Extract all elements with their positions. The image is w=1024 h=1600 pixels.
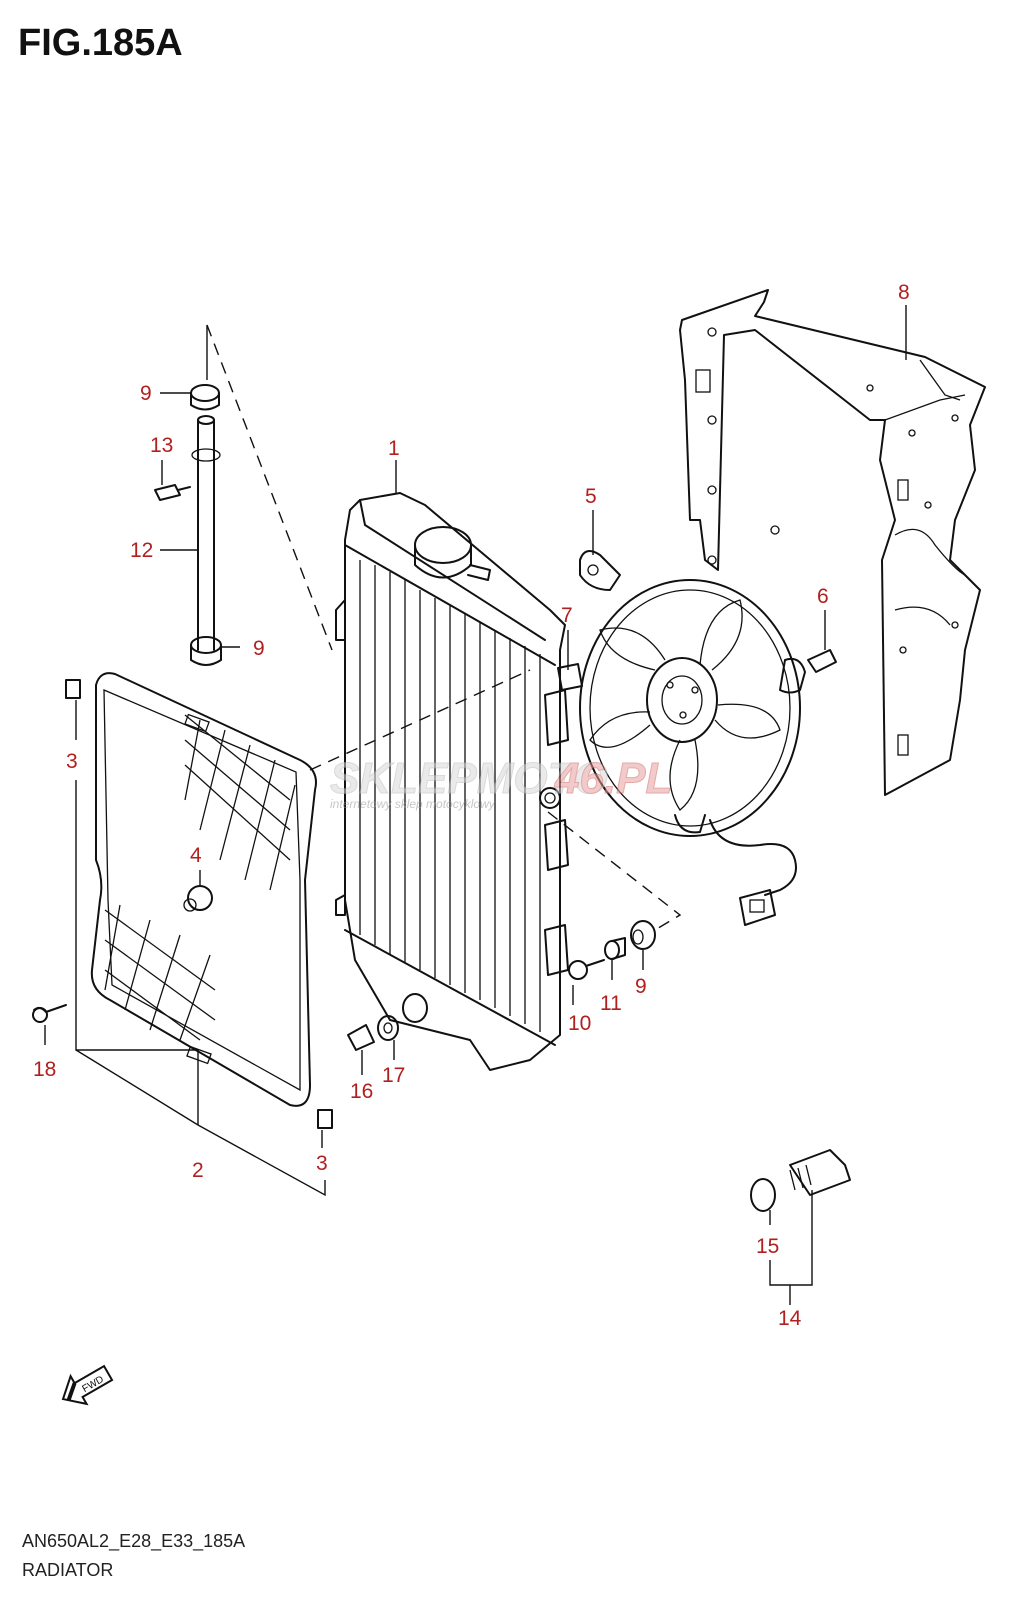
callout-3a: 3: [66, 750, 78, 773]
hardware-parts: [32, 384, 851, 1212]
callout-9b: 9: [253, 637, 265, 660]
callout-8: 8: [898, 281, 910, 304]
callout-13: 13: [150, 434, 173, 457]
callout-12: 12: [130, 539, 153, 562]
callout-15: 15: [756, 1235, 779, 1258]
figure-code: AN650AL2_E28_E33_185A: [22, 1531, 246, 1551]
figure-name: RADIATOR: [22, 1560, 114, 1580]
callout-16: 16: [350, 1080, 373, 1103]
callout-5: 5: [585, 485, 597, 508]
callout-18: 18: [33, 1058, 56, 1081]
figure-title: FIG.185A: [18, 22, 183, 64]
radiator-core-part: [335, 492, 569, 1071]
callout-9c: 9: [635, 975, 647, 998]
cooling-fan-part: [579, 550, 806, 926]
callout-7: 7: [561, 604, 573, 627]
callout-2: 2: [192, 1159, 204, 1182]
leader-lines: [44, 305, 907, 1305]
callout-labels: 1 2 3 3 4 5 6 7 8 9 9 9 10 11 12 13 14 1…: [33, 281, 910, 1330]
callout-17: 17: [382, 1064, 405, 1087]
callout-6: 6: [817, 585, 829, 608]
callout-10: 10: [568, 1012, 591, 1035]
watermark-text-b: 46.PL: [554, 754, 672, 803]
watermark: SKLEPMOTO 46.PL internetowy sklep motocy…: [330, 754, 673, 812]
callout-9a: 9: [140, 382, 152, 405]
radiator-screen-part: [90, 672, 317, 1107]
watermark-subtitle: internetowy sklep motocyklowy: [330, 797, 496, 811]
callout-14: 14: [778, 1307, 802, 1330]
callout-3b: 3: [316, 1152, 328, 1175]
callout-4: 4: [190, 844, 202, 867]
callout-1: 1: [388, 437, 400, 460]
callout-11: 11: [600, 992, 622, 1015]
fwd-arrow-icon: FWD: [61, 1364, 114, 1406]
watermark-text-a: SKLEPMOTO: [330, 754, 608, 803]
shroud-bracket-part: [679, 289, 986, 796]
